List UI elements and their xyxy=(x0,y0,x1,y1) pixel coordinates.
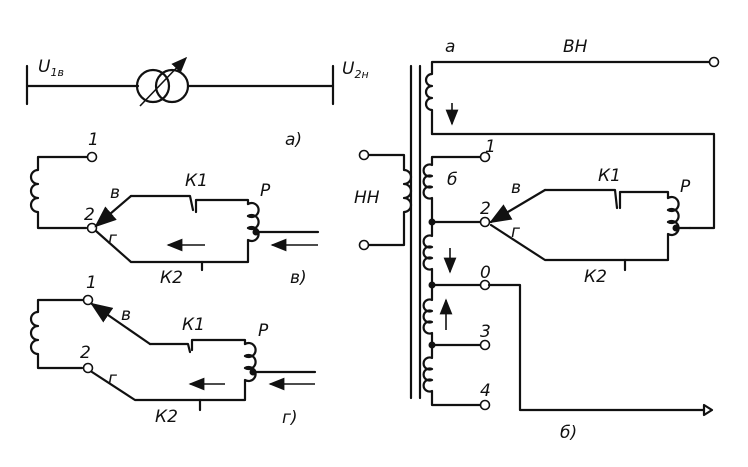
u1-label: U1в xyxy=(38,57,64,79)
tap-terminal-1 xyxy=(86,151,98,163)
lv-terminal-1 xyxy=(358,149,370,161)
caption-v: в) xyxy=(290,268,307,288)
lv-terminal-2 xyxy=(358,239,370,251)
reactor-label: Р xyxy=(260,181,271,201)
tap-node-0 xyxy=(428,281,436,289)
transformer-winding-1 xyxy=(135,68,171,104)
branch-g-label-b: г xyxy=(511,222,520,242)
output-terminal-icon xyxy=(702,403,714,417)
k2-label-b: К2 xyxy=(584,267,607,287)
tap-terminal-b1 xyxy=(479,151,491,163)
branch-v xyxy=(129,194,195,212)
b-label: б xyxy=(447,170,457,190)
reactor-coil-g xyxy=(198,341,257,402)
k1-label-g: К1 xyxy=(182,315,205,335)
tap-section-3 xyxy=(422,283,434,347)
tap-node-3 xyxy=(428,341,436,349)
tap-section-4 xyxy=(422,343,482,407)
panel-g-schematic: 1 2 в г К1 К2 Р г) xyxy=(29,273,317,428)
k1-contact-g xyxy=(190,338,247,352)
regulation-arrow-icon xyxy=(139,56,188,107)
tap-label-b3: 3 xyxy=(480,322,491,342)
branch-v-label-b: в xyxy=(511,178,521,198)
k1-contact xyxy=(194,198,250,214)
lv-winding-coil xyxy=(367,153,413,247)
k1-contact-b xyxy=(618,190,670,210)
winding-coil-v xyxy=(29,155,92,230)
hv-return-wire xyxy=(430,132,716,230)
panel-a-single-line: U1в U2н а) xyxy=(25,56,369,150)
hv-main-coil xyxy=(424,60,711,136)
caption-b: б) xyxy=(560,423,577,443)
reactor-coil-b xyxy=(623,195,680,262)
contact-v-arrow-b xyxy=(489,188,547,224)
panel-b-schematic: НН а ВН 1 2 0 3 4 б xyxy=(354,37,720,443)
hv-terminal xyxy=(708,56,720,68)
branch-g-label: г xyxy=(108,229,117,249)
caption-a: а) xyxy=(285,130,302,150)
reactor-label-g: Р xyxy=(258,321,269,341)
tap-label-1: 1 xyxy=(88,130,99,150)
tap-label-b0: 0 xyxy=(480,263,491,283)
branch-g-b xyxy=(489,223,627,272)
k2-label-g: К2 xyxy=(155,407,178,427)
winding-coil-g xyxy=(29,298,88,370)
tap-terminal-2 xyxy=(86,222,98,234)
branch-v-b xyxy=(543,188,619,210)
tap-terminal-g1 xyxy=(82,294,94,306)
k1-label: К1 xyxy=(185,171,208,191)
tap-label-g1: 1 xyxy=(86,273,97,293)
panel-v-schematic: 1 2 в г К1 К2 Р в) xyxy=(29,130,320,288)
tap-label-b4: 4 xyxy=(480,381,491,401)
branch-v-label-g: в xyxy=(121,305,131,325)
tap-terminal-b3 xyxy=(479,339,491,351)
tap-label-b1: 1 xyxy=(485,137,496,157)
branch-g-g xyxy=(90,370,202,412)
contact-v-arrow-g xyxy=(90,302,152,346)
tap-section-2 xyxy=(422,220,434,287)
branch-g-label-g: г xyxy=(108,369,117,389)
tap-terminal-b4 xyxy=(479,399,491,411)
reactor-label-b: Р xyxy=(680,177,691,197)
k2-label: К2 xyxy=(160,268,183,288)
tap-node-2 xyxy=(428,218,436,226)
branch-g xyxy=(94,229,204,272)
caption-g: г) xyxy=(282,408,298,428)
branch-v-label: в xyxy=(110,183,120,203)
tap-label-2: 2 xyxy=(84,205,95,225)
tap-terminal-g2 xyxy=(82,362,94,374)
k1-label-b: К1 xyxy=(598,166,621,186)
transformer-winding-2 xyxy=(154,68,190,104)
branch-v-g xyxy=(148,342,192,354)
u2-label: U2н xyxy=(342,59,369,81)
tap-section-1 xyxy=(422,155,483,224)
a-label: а xyxy=(445,37,455,57)
tap-label-b2: 2 xyxy=(480,199,491,219)
tap0-lead xyxy=(487,283,706,412)
reactor-coil-v xyxy=(200,201,260,264)
nn-label: НН xyxy=(354,188,380,208)
vn-label: ВН xyxy=(563,37,588,57)
contact-v-arrow xyxy=(94,194,133,228)
tap-label-g2: 2 xyxy=(80,343,91,363)
